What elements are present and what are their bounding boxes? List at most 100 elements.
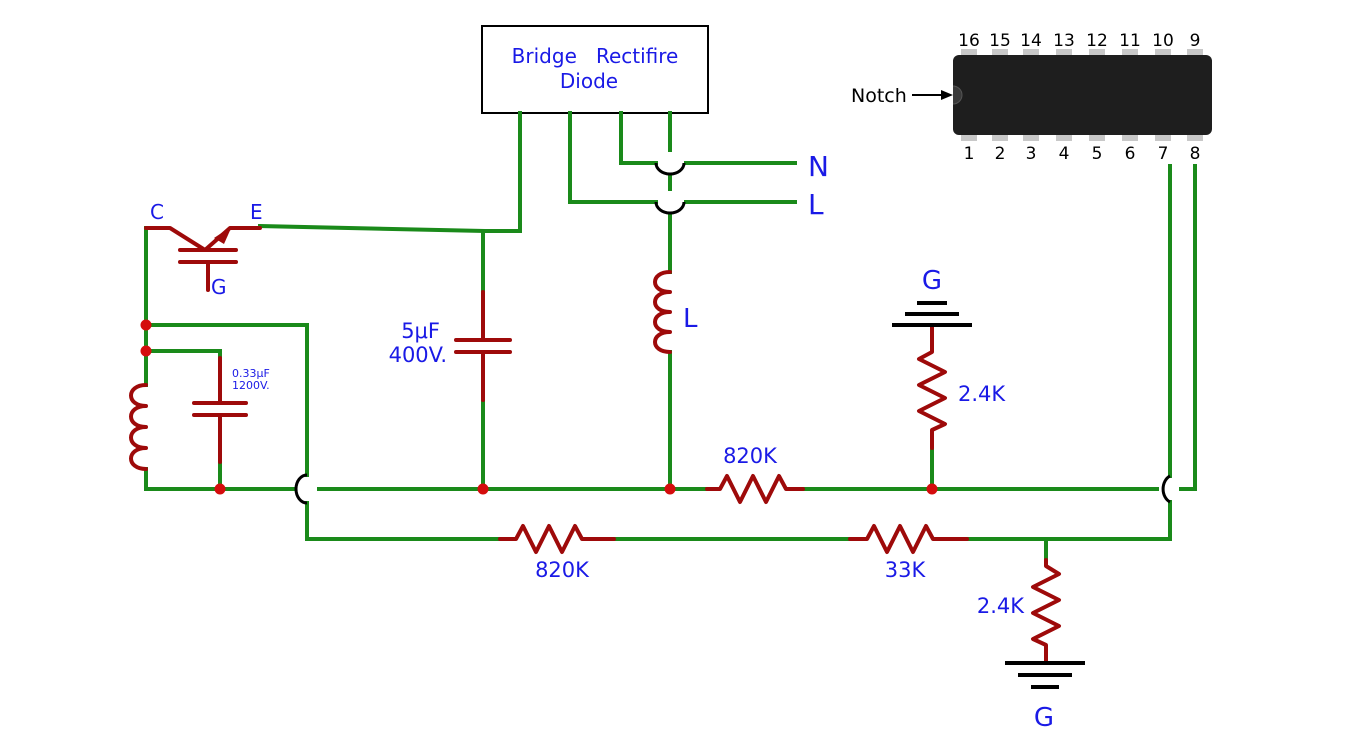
ic-leg bbox=[1089, 132, 1105, 141]
cap-main-voltage: 400V. bbox=[389, 343, 447, 367]
bridge-rectifier: Bridge Rectifire Diode bbox=[481, 25, 709, 114]
ic-leg bbox=[1155, 132, 1171, 141]
collector-label: C bbox=[150, 200, 164, 224]
wire-crossovers bbox=[294, 162, 1171, 505]
junction-dot bbox=[926, 483, 938, 495]
terminal-l-label: L bbox=[808, 188, 824, 221]
wire-rectifier-dc-plus bbox=[481, 111, 522, 233]
ic-leg bbox=[1155, 49, 1171, 58]
ic-leg bbox=[1023, 49, 1039, 58]
ground-top: G bbox=[892, 266, 972, 327]
emitter-label: E bbox=[250, 200, 263, 224]
rectifier-label-line1: Bridge Rectifire bbox=[512, 44, 679, 68]
ic-pin-number: 5 bbox=[1092, 144, 1103, 164]
junction-dot bbox=[214, 483, 226, 495]
ic-pin-number: 8 bbox=[1190, 144, 1201, 164]
resistor-zigzag bbox=[498, 524, 616, 554]
wire-emitter bbox=[257, 223, 486, 234]
ic-pin-number: 9 bbox=[1190, 31, 1201, 51]
ground-top-label: G bbox=[922, 266, 942, 296]
ic-pin-number: 3 bbox=[1026, 144, 1037, 164]
wire-smallcap-top bbox=[144, 349, 222, 360]
ic-pin-number: 14 bbox=[1020, 31, 1042, 51]
resistor-2k4-top: 2.4K bbox=[917, 324, 1006, 450]
notch-label: Notch bbox=[851, 85, 907, 107]
resistor-33k: 33K bbox=[848, 524, 969, 582]
terminal-n-label: N bbox=[808, 150, 829, 183]
resistor-2k4-bottom: 2.4K bbox=[977, 558, 1061, 664]
crossover-n bbox=[654, 162, 686, 176]
cap-small-value: 0.33μF bbox=[232, 367, 270, 380]
ic-leg bbox=[961, 49, 977, 58]
ic-pin-number: 6 bbox=[1125, 144, 1136, 164]
rectifier-label-line2: Diode bbox=[560, 69, 618, 93]
resistor-820k-top-label: 820K bbox=[723, 444, 778, 468]
ic-pin-number: 12 bbox=[1086, 31, 1108, 51]
ic-pin-number: 13 bbox=[1053, 31, 1075, 51]
capacitor-small: 0.33μF 1200V. bbox=[192, 356, 270, 464]
junction-dot bbox=[140, 319, 152, 331]
capacitor-main: 5μF 400V. bbox=[389, 290, 512, 402]
ic-pin-number: 2 bbox=[995, 144, 1006, 164]
resistor-820k-top: 820K bbox=[705, 444, 805, 504]
transistor-channel bbox=[144, 226, 262, 252]
junction-dot bbox=[664, 483, 676, 495]
ic-leg bbox=[992, 132, 1008, 141]
inductor-main-label: L bbox=[683, 304, 698, 334]
wire-ac-n bbox=[619, 111, 658, 165]
notch-arrow-icon bbox=[941, 90, 953, 100]
ic-leg bbox=[1187, 132, 1203, 141]
resistor-zigzag bbox=[848, 524, 969, 554]
junctions bbox=[140, 319, 938, 495]
inductor-main-coil bbox=[653, 270, 672, 354]
wire-tank-top-cross bbox=[144, 323, 309, 477]
junction-dot bbox=[477, 483, 489, 495]
resistor-2k4-bottom-label: 2.4K bbox=[977, 594, 1025, 618]
ic-pin-number: 15 bbox=[989, 31, 1011, 51]
ic-leg bbox=[1122, 49, 1138, 58]
resistor-zigzag bbox=[1031, 558, 1061, 664]
wire-ac-l bbox=[568, 111, 658, 204]
ic-pin-numbers-bottom: 1 2 3 4 5 6 7 8 bbox=[964, 144, 1201, 164]
ic-pin-number: 4 bbox=[1059, 144, 1070, 164]
ic-leg bbox=[961, 132, 977, 141]
tank-inductor-coil bbox=[129, 383, 148, 471]
resistor-820k-bottom-label: 820K bbox=[535, 558, 590, 582]
wire-tank-bottom bbox=[144, 467, 297, 491]
wire-pin7-b bbox=[965, 500, 1172, 541]
ic-pin-number: 7 bbox=[1158, 144, 1169, 164]
wire-pin8 bbox=[1179, 164, 1197, 491]
crossover-pin7 bbox=[1161, 474, 1171, 504]
dip-16-chip: 16 15 14 13 12 11 10 9 1 2 3 4 5 6 7 8 N… bbox=[851, 31, 1212, 164]
cap-main-value: 5μF bbox=[401, 319, 440, 343]
ic-pin-number: 1 bbox=[964, 144, 975, 164]
ic-leg bbox=[1023, 132, 1039, 141]
wire-bus2-left bbox=[305, 501, 502, 541]
ic-pin-number: 11 bbox=[1119, 31, 1141, 51]
ic-leg bbox=[1089, 49, 1105, 58]
resistor-33k-label: 33K bbox=[885, 558, 927, 582]
resistor-zigzag bbox=[705, 474, 805, 504]
emitter-arrow-icon bbox=[214, 226, 232, 244]
ic-pins-bottom-legs bbox=[961, 132, 1203, 141]
resistor-2k4-top-label: 2.4K bbox=[958, 382, 1006, 406]
ic-pins-top-legs bbox=[961, 49, 1203, 58]
ic-notch-icon bbox=[952, 85, 963, 105]
ground-bottom: G bbox=[1005, 661, 1085, 733]
ic-pin-number: 10 bbox=[1152, 31, 1174, 51]
igbt-transistor: C E G bbox=[144, 200, 263, 299]
ic-leg bbox=[1056, 49, 1072, 58]
cap-small-voltage: 1200V. bbox=[232, 379, 270, 392]
resistor-820k-bottom: 820K bbox=[498, 524, 616, 582]
ic-pin-numbers-top: 16 15 14 13 12 11 10 9 bbox=[958, 31, 1200, 51]
crossover-tank bbox=[294, 473, 308, 505]
inductor-main: L bbox=[653, 270, 698, 354]
ic-leg bbox=[992, 49, 1008, 58]
ic-leg bbox=[1056, 132, 1072, 141]
ic-leg bbox=[1187, 49, 1203, 58]
gate-label: G bbox=[211, 275, 227, 299]
wires bbox=[144, 111, 1197, 562]
ic-pin-number: 16 bbox=[958, 31, 980, 51]
ic-body bbox=[953, 55, 1212, 135]
